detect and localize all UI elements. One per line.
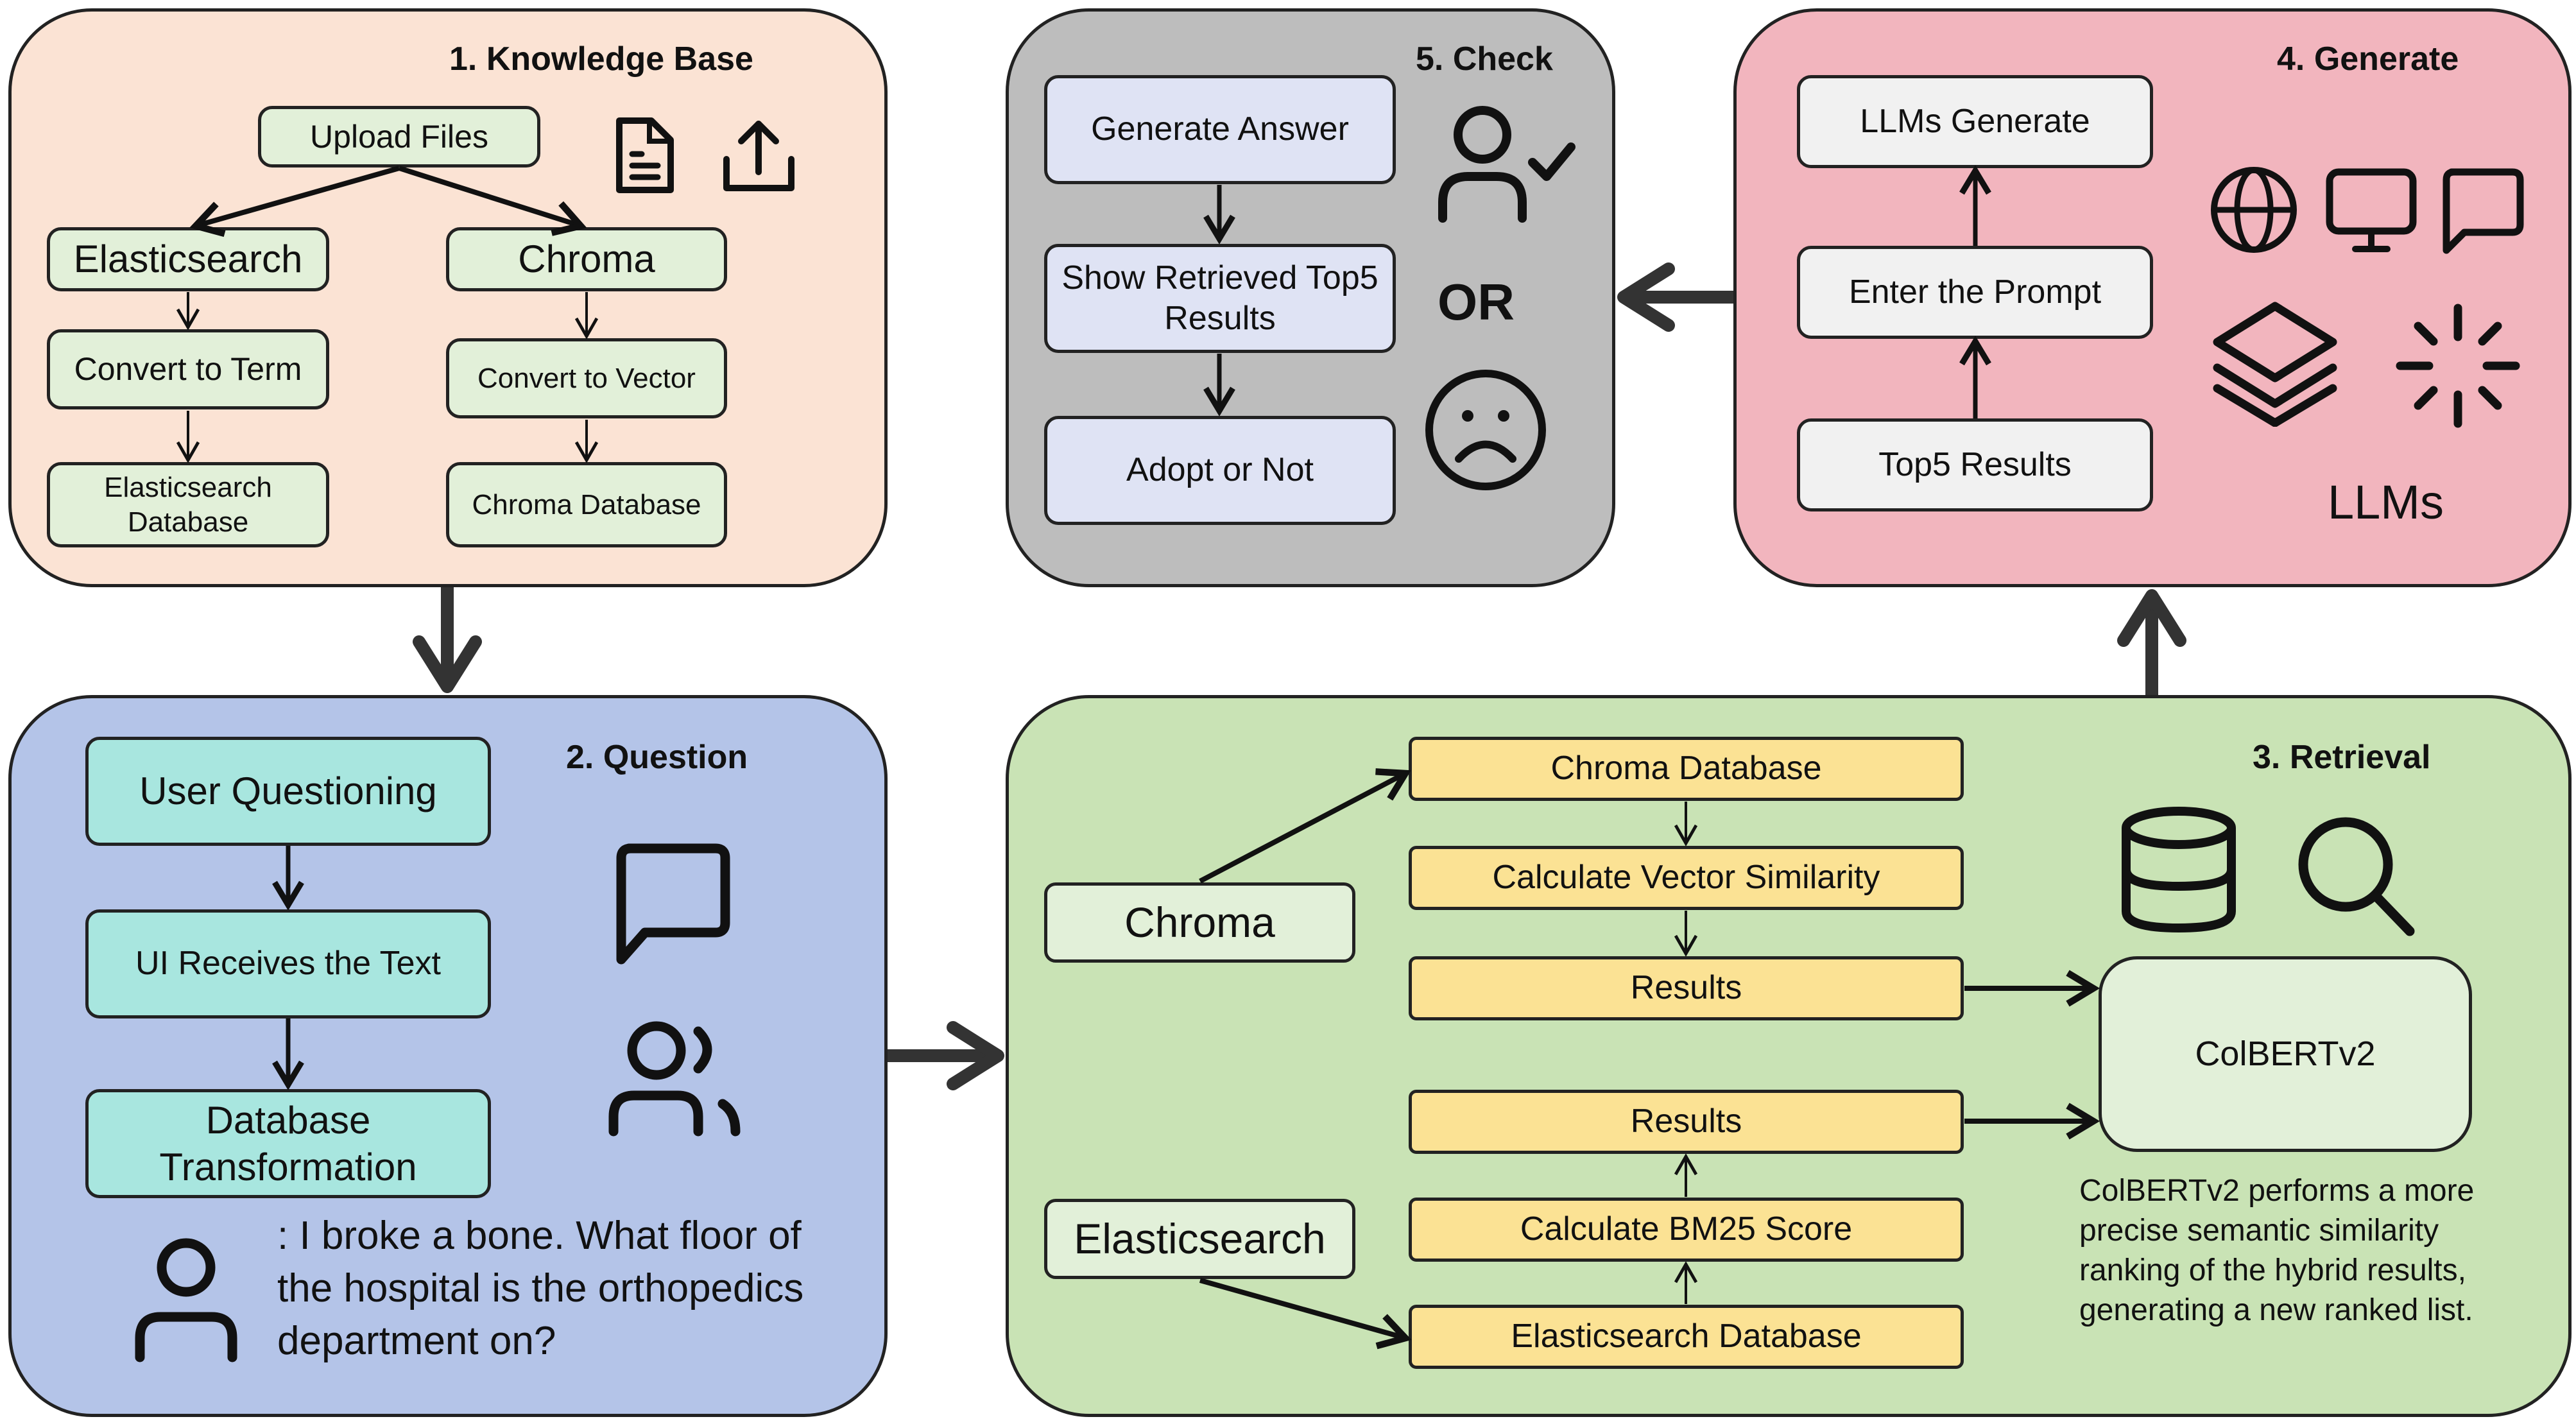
upload-files-box: Upload Files <box>258 106 540 168</box>
convert-to-term-box: Convert to Term <box>47 329 329 409</box>
retrieval-title: 3. Retrieval <box>2253 739 2431 776</box>
elasticsearch-database-box: Elasticsearch Database <box>47 462 329 547</box>
vector-similarity-step: Calculate Vector Similarity <box>1409 846 1964 910</box>
user-check-icon <box>1438 106 1576 223</box>
elasticsearch-box: Elasticsearch <box>47 227 329 291</box>
globe-icon <box>2211 167 2297 253</box>
check-title: 5. Check <box>1416 40 1553 78</box>
layers-icon <box>2213 302 2337 427</box>
llms-label: LLMs <box>2328 476 2444 529</box>
database-icon <box>2122 807 2236 933</box>
sad-face-icon <box>1425 370 1546 490</box>
chat-bubble-icon <box>616 843 730 965</box>
llms-generate-box: LLMs Generate <box>1797 75 2153 168</box>
generate-answer-box: Generate Answer <box>1044 75 1396 184</box>
user-icon <box>135 1238 237 1362</box>
convert-to-vector-box: Convert to Vector <box>446 338 727 418</box>
document-icon <box>616 117 674 193</box>
adopt-or-not-box: Adopt or Not <box>1044 416 1396 525</box>
top5-results-box: Top5 Results <box>1797 418 2153 511</box>
chroma-box: Chroma <box>446 227 727 291</box>
loading-icon <box>2396 304 2520 428</box>
chroma-database-box: Chroma Database <box>446 462 727 547</box>
ui-receives-text-box: UI Receives the Text <box>85 909 491 1018</box>
colbertv2-box: ColBERTv2 <box>2099 956 2472 1152</box>
chroma-results-step: Results <box>1409 956 1964 1020</box>
knowledge-base-title: 1. Knowledge Base <box>449 40 753 78</box>
monitor-icon <box>2326 168 2417 252</box>
chroma-source-box: Chroma <box>1044 882 1355 963</box>
elasticsearch-database-step: Elasticsearch Database <box>1409 1305 1964 1369</box>
database-transformation-box: Database Transformation <box>85 1089 491 1198</box>
show-top5-box: Show Retrieved Top5 Results <box>1044 244 1396 353</box>
es-results-step: Results <box>1409 1090 1964 1154</box>
user-query-text: : I broke a bone. What floor of the hosp… <box>277 1214 804 1363</box>
bm25-score-step: Calculate BM25 Score <box>1409 1198 1964 1262</box>
user-questioning-box: User Questioning <box>85 737 491 846</box>
users-icon <box>608 1021 741 1137</box>
or-label: OR <box>1438 273 1515 331</box>
search-icon <box>2298 817 2415 936</box>
enter-prompt-box: Enter the Prompt <box>1797 246 2153 339</box>
question-title: 2. Question <box>566 739 748 776</box>
chroma-database-step: Chroma Database <box>1409 737 1964 801</box>
generate-title: 4. Generate <box>2277 40 2459 78</box>
chat-bubble-icon <box>2443 168 2524 254</box>
elasticsearch-source-box: Elasticsearch <box>1044 1199 1355 1279</box>
upload-icon <box>723 121 794 191</box>
colbertv2-note: ColBERTv2 performs a more precise semant… <box>2079 1174 2475 1327</box>
